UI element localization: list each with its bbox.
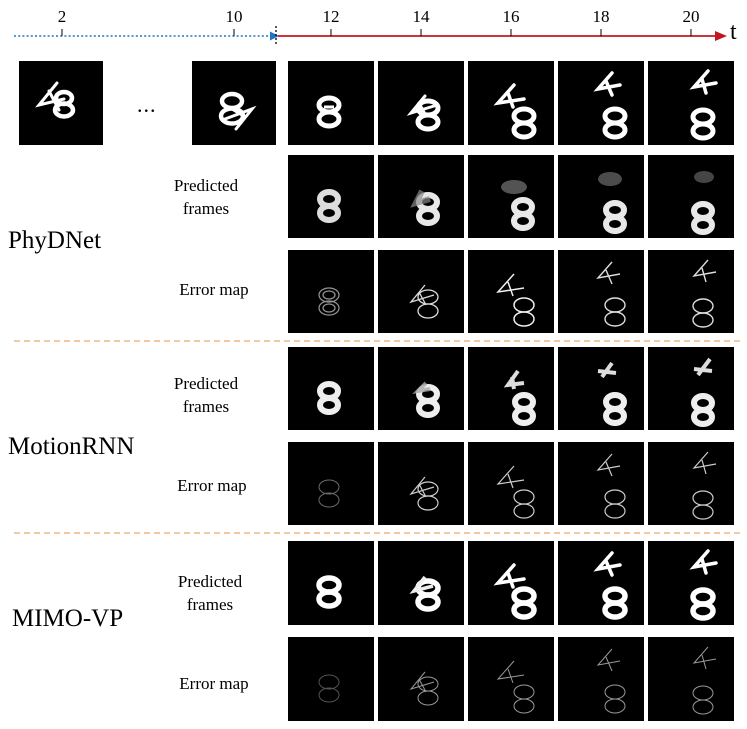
phydnet-predicted-frame-18 (558, 155, 644, 238)
error-map-image (318, 479, 340, 508)
error-map-image (409, 476, 439, 511)
ground-truth-frame-12 (288, 61, 374, 145)
input-frame-2 (19, 61, 103, 145)
input-arrow-head (270, 31, 279, 41)
motionrnn-predicted-frame-18 (558, 347, 644, 430)
error-map-image (692, 451, 717, 520)
error-map-image (596, 648, 626, 714)
phydnet-error-map-12 (288, 250, 374, 333)
ground-truth-frame-20 (648, 61, 734, 145)
digit-image (597, 361, 627, 426)
phydnet-predicted-frame-16 (468, 155, 554, 238)
digit-image (691, 357, 715, 427)
method-label-motionrnn: MotionRNN (8, 433, 135, 460)
error-map-image (692, 646, 717, 715)
error-map-image (318, 287, 340, 316)
method-label-phydnet: PhyDNet (8, 227, 102, 254)
mimo-vp-predicted-frame-12 (288, 541, 374, 625)
digit-image (316, 95, 342, 129)
method-label-mimo-vp: MIMO-VP (12, 605, 124, 632)
mimo-vp-error-map-14 (378, 637, 464, 721)
digit-image (493, 83, 537, 140)
phydnet-predicted-frame-12 (288, 155, 374, 238)
ground-truth-frame-18 (558, 61, 644, 145)
digit-image (218, 91, 257, 131)
phydnet-error-map-20 (648, 250, 734, 333)
mimo-vp-predicted-frame-14 (378, 541, 464, 625)
error-map-image (409, 671, 439, 706)
row-label-error-map: Error map (179, 280, 249, 299)
phydnet-error-map-16 (468, 250, 554, 333)
ground-truth-frame-16 (468, 61, 554, 145)
mimo-vp-error-map-18 (558, 637, 644, 721)
motionrnn-error-map-12 (288, 442, 374, 525)
section-divider (14, 532, 740, 534)
digit-image (317, 381, 341, 415)
digit-image (593, 71, 628, 140)
digit-image (410, 189, 440, 226)
motionrnn-error-map-16 (468, 442, 554, 525)
phydnet-error-map-14 (378, 250, 464, 333)
row-label-error-map: Error map (179, 674, 249, 693)
digit-image (689, 69, 718, 141)
motionrnn-predicted-frame-16 (468, 347, 554, 430)
digit-image (409, 575, 441, 612)
phydnet-predicted-frame-14 (378, 155, 464, 238)
motionrnn-predicted-frame-14 (378, 347, 464, 430)
error-map-image (496, 273, 535, 327)
mimo-vp-error-map-20 (648, 637, 734, 721)
mimo-vp-predicted-frame-20 (648, 541, 734, 625)
digit-image (316, 575, 342, 609)
error-map-image (409, 284, 439, 319)
digit-image (691, 171, 715, 235)
error-map-image (596, 453, 626, 519)
motionrnn-predicted-frame-12 (288, 347, 374, 430)
mimo-vp-error-map-12 (288, 637, 374, 721)
phydnet-error-map-18 (558, 250, 644, 333)
phydnet-predicted-frame-20 (648, 155, 734, 238)
digit-image (503, 369, 536, 426)
error-map-image (596, 261, 626, 327)
mimo-vp-predicted-frame-16 (468, 541, 554, 625)
row-label-error-map: Error map (177, 476, 247, 495)
tick-label-20: 20 (682, 7, 700, 26)
digit-image (317, 189, 341, 223)
output-arrow-head (715, 31, 727, 41)
motionrnn-error-map-20 (648, 442, 734, 525)
ellipsis: ... (137, 92, 157, 117)
section-divider (14, 340, 740, 342)
mimo-vp-predicted-frame-18 (558, 541, 644, 625)
digit-image (406, 94, 441, 132)
tick-label-2: 2 (57, 7, 67, 26)
motionrnn-error-map-14 (378, 442, 464, 525)
mimo-vp-error-map-16 (468, 637, 554, 721)
tick-label-10: 10 (225, 7, 243, 26)
digit-image (35, 81, 76, 119)
timeline-arrows (14, 26, 727, 46)
motionrnn-predicted-frame-20 (648, 347, 734, 430)
tick-label-18: 18 (592, 7, 610, 26)
tick-label-16: 16 (502, 7, 520, 26)
digit-image (493, 563, 537, 620)
error-map-image (496, 660, 535, 714)
digit-image (501, 180, 535, 231)
error-map-image (318, 674, 340, 703)
motionrnn-error-map-18 (558, 442, 644, 525)
digit-image (412, 381, 440, 418)
digit-image (598, 172, 627, 234)
time-axis-label: t (730, 19, 737, 45)
error-map-image (692, 259, 717, 328)
error-map-image (496, 465, 535, 519)
input-frame-10 (192, 61, 276, 145)
ground-truth-frame-14 (378, 61, 464, 145)
digit-image (593, 551, 628, 620)
digit-image (689, 549, 718, 621)
tick-label-14: 14 (412, 7, 430, 26)
tick-label-12: 12 (322, 7, 340, 26)
